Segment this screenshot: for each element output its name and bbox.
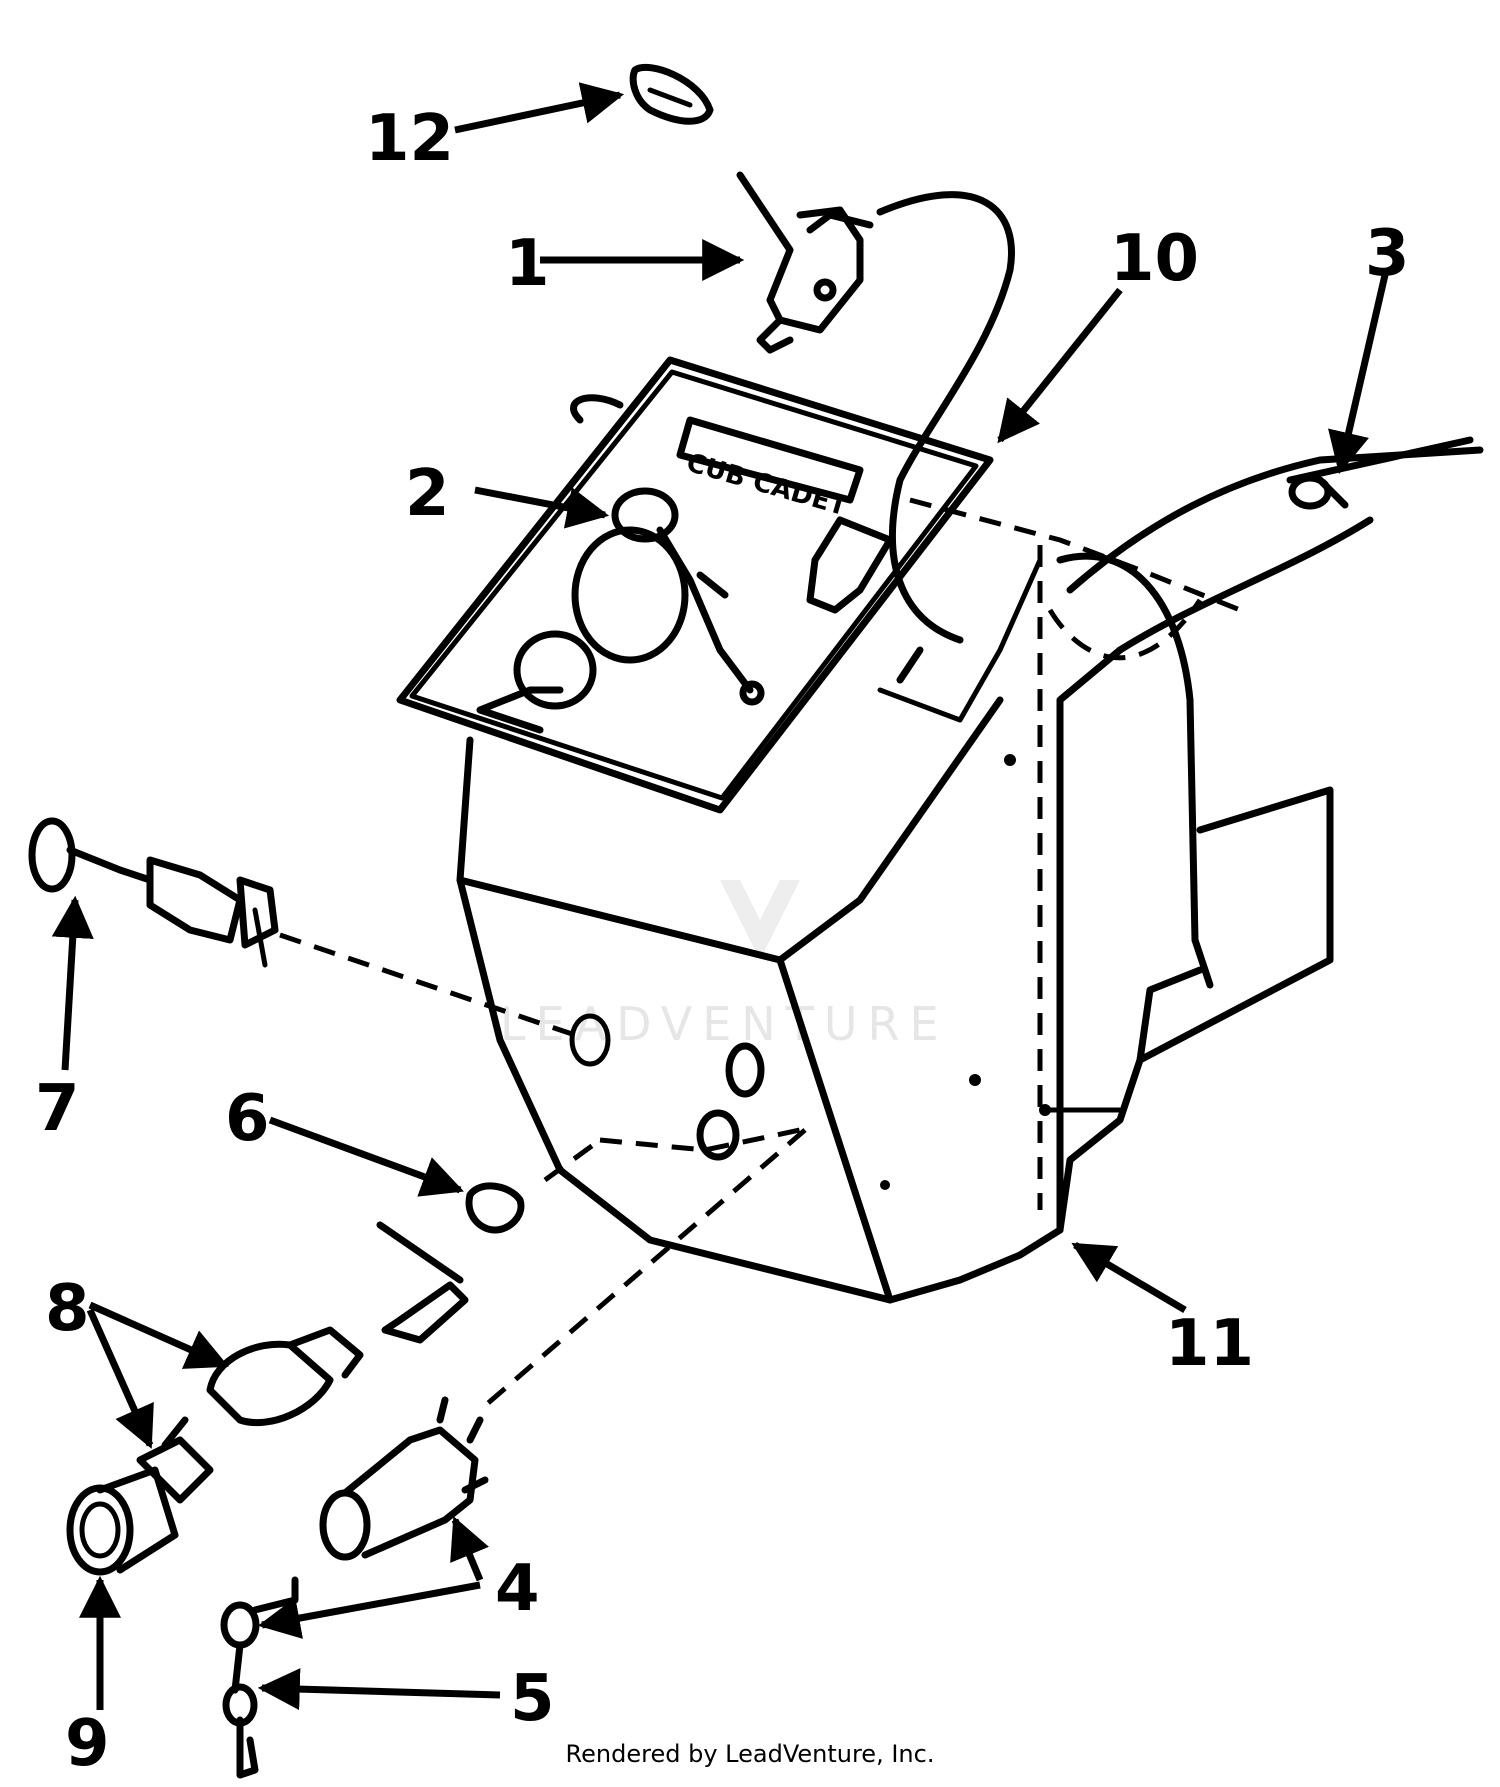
part-6-nut — [465, 1182, 525, 1234]
dash-housing — [456, 436, 1484, 1304]
guide-lines — [279, 497, 1241, 1412]
callout-9: 9 — [65, 1707, 110, 1781]
part-3-bolt — [1288, 474, 1349, 510]
callout-5: 5 — [510, 1662, 555, 1736]
callout-6: 6 — [225, 1082, 270, 1156]
part-12-knob — [629, 63, 714, 125]
callout-7: 7 — [35, 1072, 80, 1146]
watermark-text: LEADVENTURE — [500, 997, 949, 1051]
leader-arrows — [51, 82, 1389, 1711]
throttle-cable — [876, 191, 1015, 644]
part-4-ignition-switch — [319, 1396, 489, 1561]
callout-10: 10 — [1110, 222, 1199, 296]
part-7-light-switch — [28, 817, 279, 968]
callout-8: 8 — [45, 1272, 90, 1346]
callout-4: 4 — [495, 1552, 540, 1626]
part-9-knob — [66, 1466, 179, 1576]
callout-12: 12 — [365, 102, 454, 176]
callout-3: 3 — [1365, 217, 1410, 291]
footer-credit: Rendered by LeadVenture, Inc. — [565, 1740, 935, 1768]
callout-labels: 12 1 2 3 10 11 7 6 8 9 4 5 — [35, 102, 1410, 1781]
callout-1: 1 — [505, 227, 550, 301]
part-8-switch — [136, 1221, 469, 1504]
callout-2: 2 — [405, 457, 450, 531]
part-1-throttle-bracket — [736, 171, 874, 354]
instrument-panel: CUB CADET — [396, 356, 1043, 814]
callout-11: 11 — [1165, 1307, 1254, 1381]
